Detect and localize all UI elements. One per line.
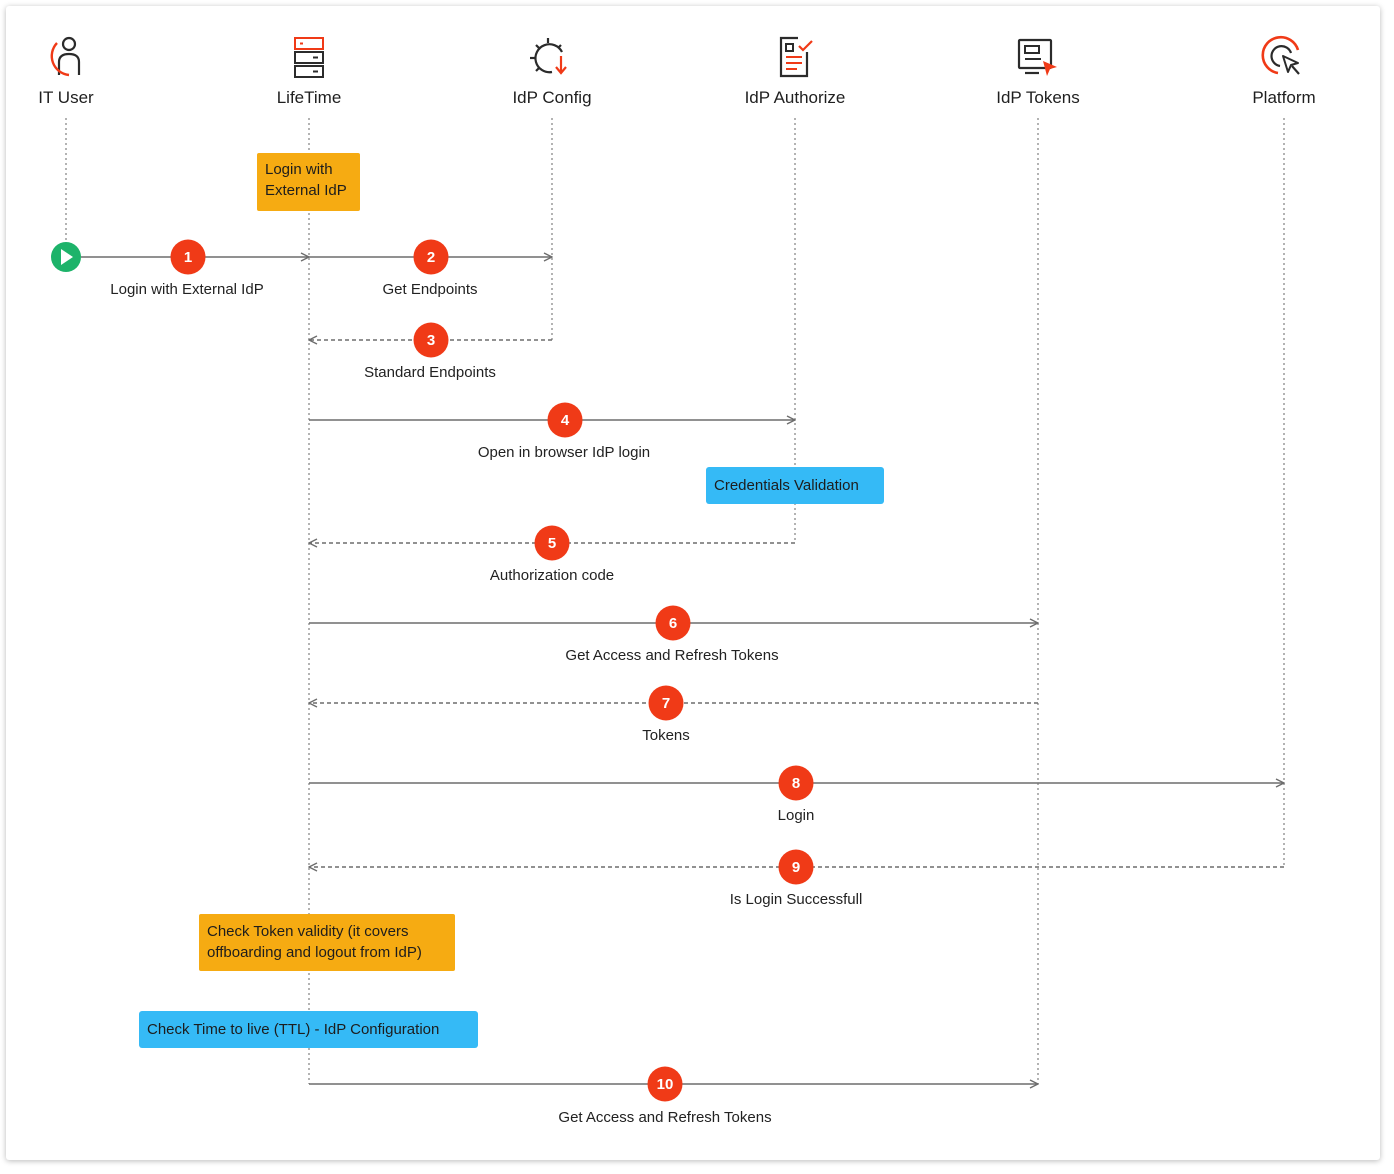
step-badge-7: 7	[648, 685, 684, 721]
message-2-label: Get Endpoints	[382, 281, 477, 298]
note-credentials-validation: Credentials Validation	[706, 467, 884, 504]
message-1-label: Login with External IdP	[110, 281, 263, 298]
participant-it-user: IT User	[38, 88, 94, 107]
participant-platform: Platform	[1252, 88, 1315, 107]
participant-idp-authorize: IdP Authorize	[745, 88, 846, 107]
message-7-label: Tokens	[642, 727, 690, 744]
svg-text:2: 2	[427, 249, 435, 266]
gear-config-icon	[530, 38, 567, 75]
step-badge-5: 5	[534, 525, 570, 561]
step-badge-1: 1	[170, 239, 206, 275]
message-10-label: Get Access and Refresh Tokens	[558, 1109, 771, 1126]
note-check-ttl: Check Time to live (TTL) - IdP Configura…	[139, 1011, 478, 1048]
server-icon	[294, 37, 324, 78]
message-4-label: Open in browser IdP login	[478, 444, 650, 461]
step-badge-8: 8	[778, 765, 814, 801]
svg-text:6: 6	[669, 615, 677, 632]
note-login-external-idp: Login with External IdP	[257, 153, 360, 211]
start-play-icon	[51, 242, 81, 272]
participant-idp-config: IdP Config	[512, 88, 591, 107]
step-badge-6: 6	[655, 605, 691, 641]
document-check-icon	[779, 36, 813, 78]
step-badge-2: 2	[413, 239, 449, 275]
target-cursor-icon	[1261, 35, 1300, 75]
svg-text:1: 1	[184, 249, 192, 266]
svg-text:10: 10	[657, 1076, 674, 1093]
step-badge-10: 10	[647, 1066, 683, 1102]
message-8-label: Login	[778, 807, 815, 824]
message-3-label: Standard Endpoints	[364, 364, 496, 381]
monitor-cursor-icon	[1017, 38, 1057, 76]
svg-text:3: 3	[427, 332, 435, 349]
step-badge-9: 9	[778, 849, 814, 885]
step-badge-3: 3	[413, 322, 449, 358]
svg-text:8: 8	[792, 775, 800, 792]
svg-text:5: 5	[548, 535, 556, 552]
message-5-label: Authorization code	[490, 567, 614, 584]
person-icon	[50, 36, 81, 77]
message-9-label: Is Login Successfull	[730, 891, 863, 908]
step-badge-4: 4	[547, 402, 583, 438]
message-6-label: Get Access and Refresh Tokens	[565, 647, 778, 664]
note-check-token-validity: Check Token validity (it covers offboard…	[199, 914, 455, 971]
svg-text:9: 9	[792, 859, 800, 876]
svg-text:7: 7	[662, 695, 670, 712]
participant-lifetime: LifeTime	[277, 88, 342, 107]
svg-text:4: 4	[561, 412, 570, 429]
participant-idp-tokens: IdP Tokens	[996, 88, 1080, 107]
